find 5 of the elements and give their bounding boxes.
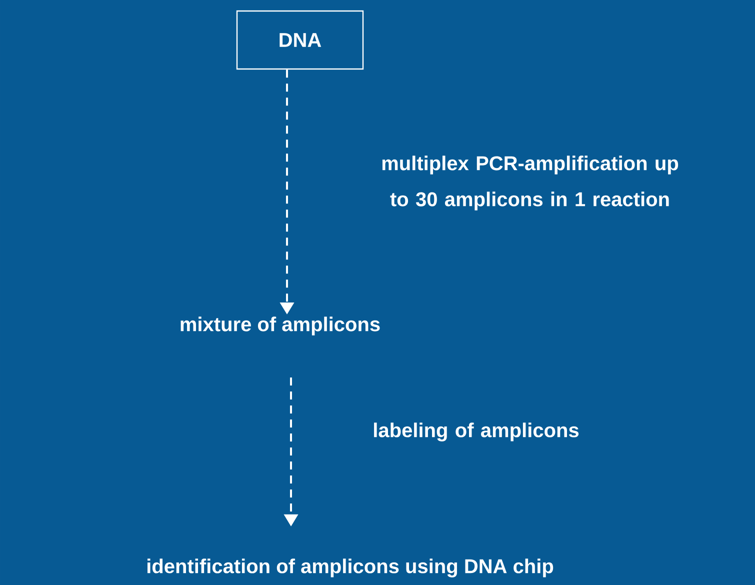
edge-label: multiplex PCR-amplification up to 30 amplicons in 1 reaction bbox=[382, 156, 678, 210]
step-text: mixture of amplicons bbox=[180, 316, 380, 336]
edge-label: labeling of amplicons bbox=[374, 422, 579, 442]
step-text: identification of amplicons using DNA chip bbox=[148, 558, 554, 578]
process-box: DNA bbox=[236, 10, 364, 70]
